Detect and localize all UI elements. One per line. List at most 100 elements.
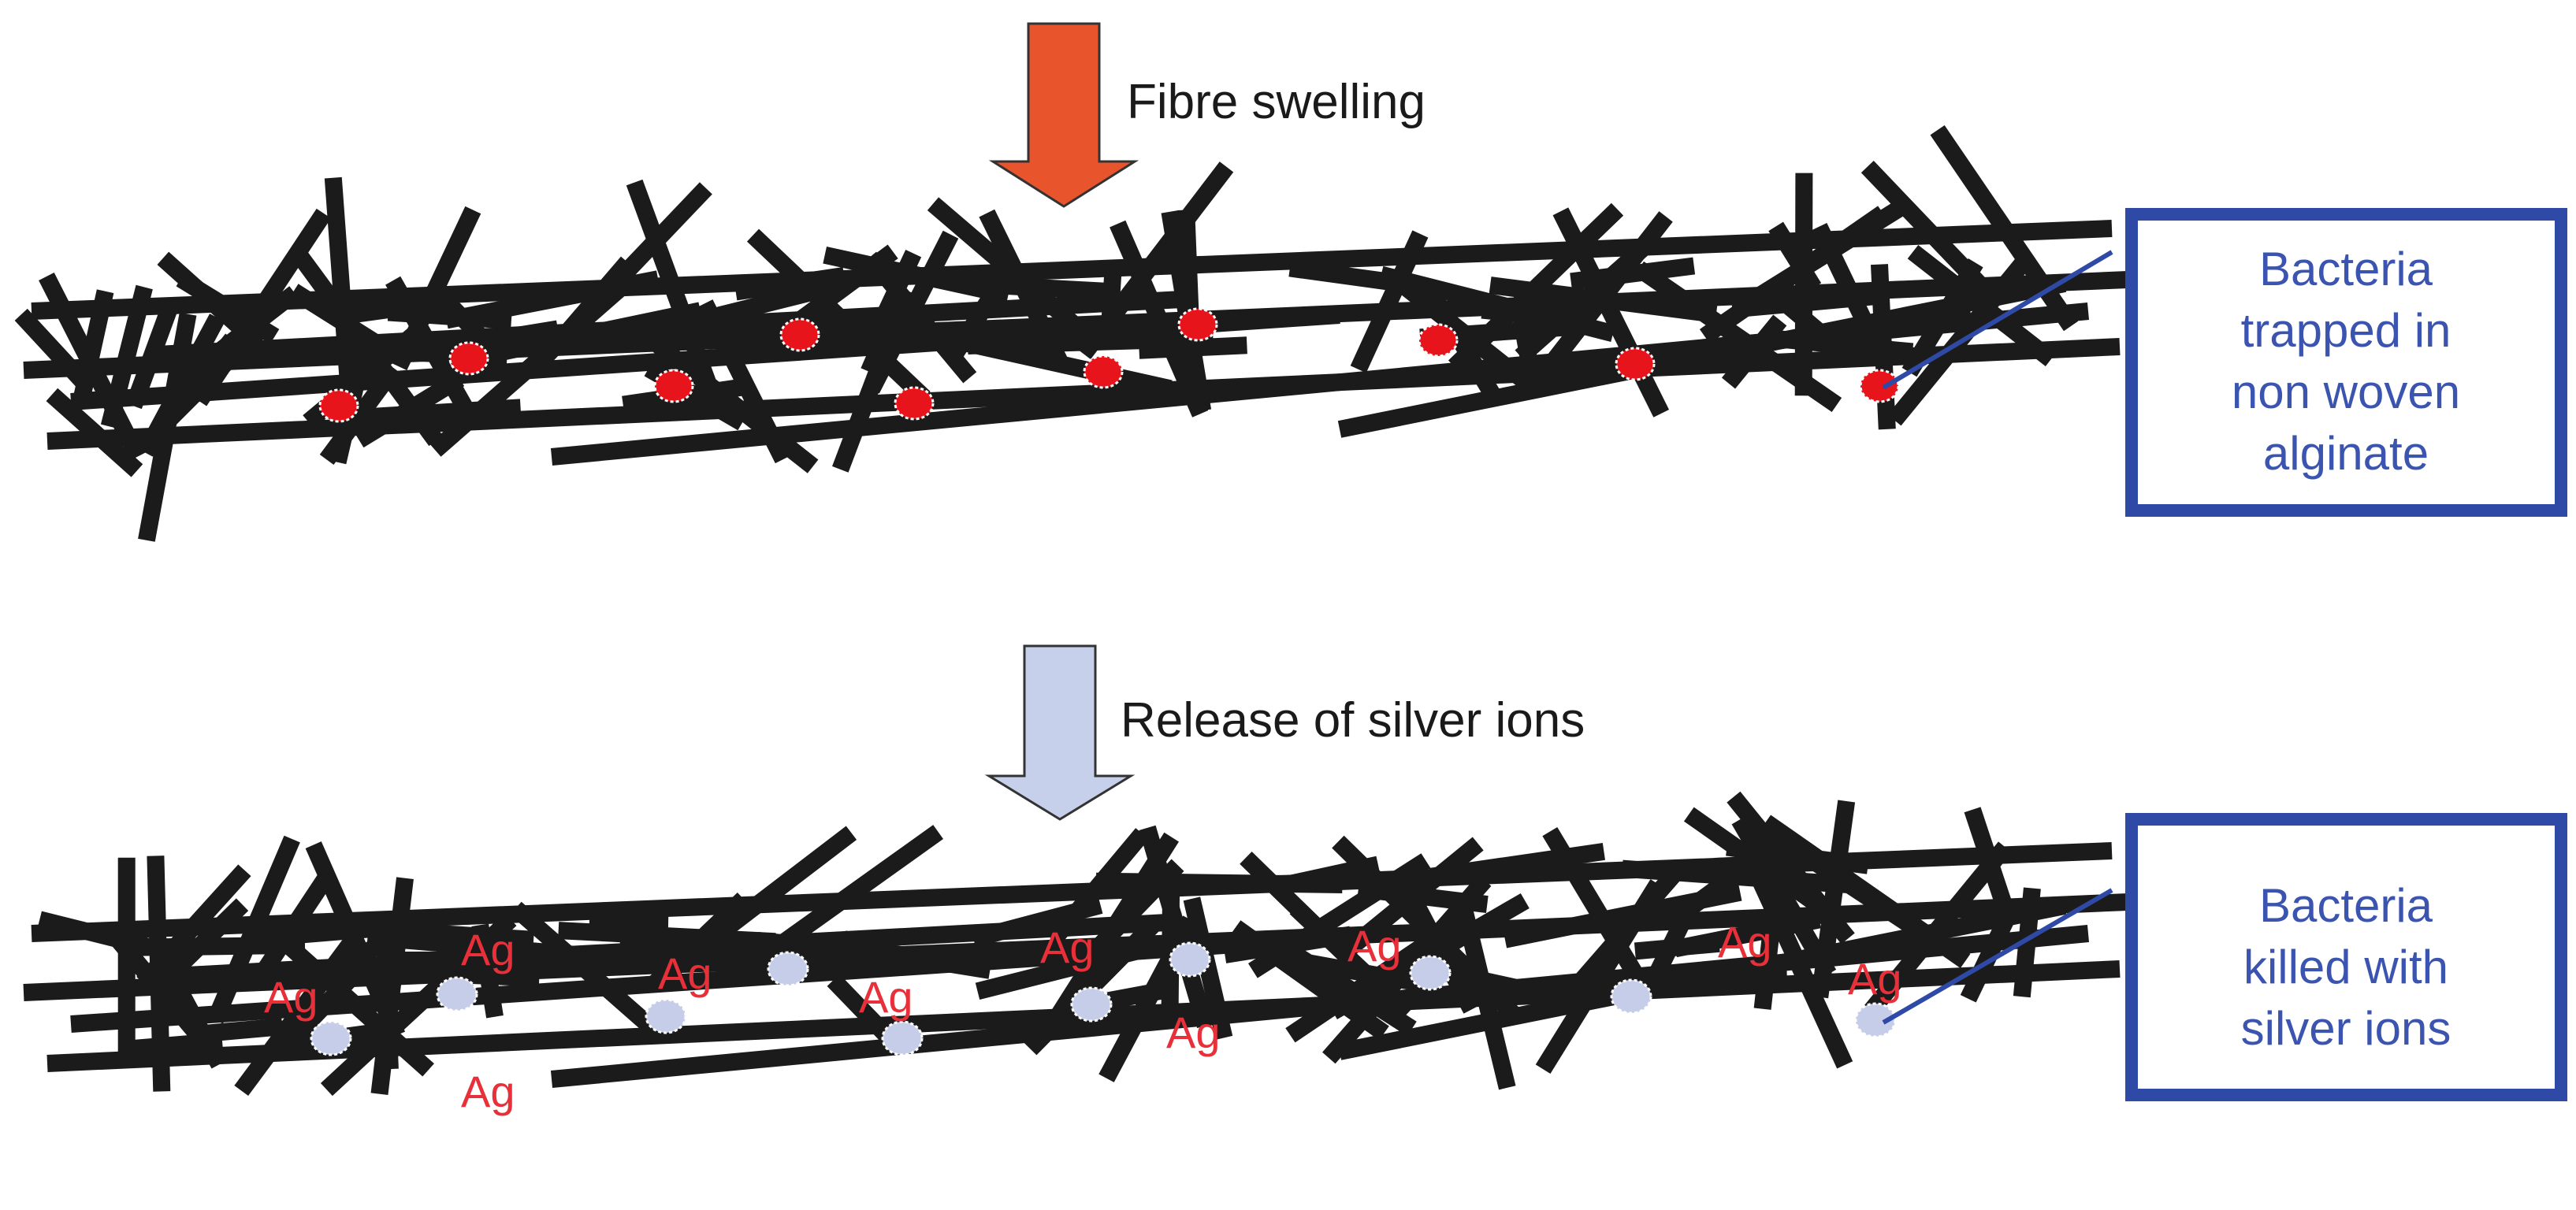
fibre xyxy=(1511,308,1542,385)
fibre xyxy=(1110,220,1209,418)
fibre xyxy=(864,230,959,394)
silver-ion-label: Ag xyxy=(1718,917,1772,967)
fibre xyxy=(1378,265,1615,342)
fibre xyxy=(734,267,846,301)
killed-bacterium xyxy=(881,1020,924,1056)
fibre xyxy=(589,911,669,930)
fibre xyxy=(46,388,143,477)
killed-bacterium xyxy=(1610,978,1652,1015)
fibre xyxy=(1183,896,1233,1040)
killed-bacterium xyxy=(645,998,687,1034)
bacterium xyxy=(1615,347,1656,381)
fibre xyxy=(1887,251,2035,426)
release-silver-ions-arrow xyxy=(984,644,1136,821)
bacterium xyxy=(779,317,820,352)
fibre xyxy=(1811,223,1876,332)
fibre xyxy=(927,197,1097,346)
bacterium xyxy=(1177,307,1218,342)
fibre xyxy=(125,299,180,410)
fibre xyxy=(1535,879,1666,1074)
fibre xyxy=(1960,898,2023,1003)
trapped-box-line-1: Bacteria xyxy=(2259,243,2433,295)
fibre xyxy=(278,948,380,1053)
killed-bacterium xyxy=(436,976,478,1012)
fibre xyxy=(255,870,335,979)
fibre xyxy=(14,308,97,396)
killed-bacteria-box xyxy=(2125,813,2567,1101)
alginate-fibre-mat-top xyxy=(14,125,2128,542)
fibre xyxy=(558,922,776,951)
fibre xyxy=(823,247,1010,304)
killed-bacterium xyxy=(767,951,809,987)
killed-bacterium xyxy=(1854,1002,1897,1038)
fibre xyxy=(1768,221,1822,292)
silver-ion-label: Ag xyxy=(859,972,913,1022)
fibre xyxy=(320,912,517,1097)
fibre xyxy=(510,901,659,1035)
silver-ion-label: Ag xyxy=(264,972,318,1022)
fibre xyxy=(1429,843,1605,885)
fibre xyxy=(626,179,724,406)
fibre xyxy=(206,835,300,1024)
bacterium xyxy=(318,388,359,423)
fibre xyxy=(1907,245,2057,366)
fibre xyxy=(158,333,240,429)
silver-ion-label: Ag xyxy=(461,1067,515,1116)
bacterium xyxy=(448,341,489,376)
fibre xyxy=(1643,898,1701,990)
trapped-box-line-2: trapped in xyxy=(2241,304,2451,357)
silver-ion-label: Ag xyxy=(1848,954,1902,1004)
fibre xyxy=(628,318,819,473)
fibre xyxy=(1039,832,1179,1039)
fibre xyxy=(827,974,894,1043)
fibre xyxy=(1964,807,2013,911)
fibre xyxy=(1721,314,1787,389)
trapped-box-line-4: alginate xyxy=(2263,427,2429,480)
fibre xyxy=(1161,210,1212,413)
fibre xyxy=(354,371,465,448)
trapped-bacteria-box xyxy=(2125,208,2567,517)
fibre xyxy=(1930,125,2079,332)
fibre xyxy=(1901,258,1983,377)
killed-bacteria-group xyxy=(310,941,1897,1056)
fibre xyxy=(100,284,153,429)
killed-bacterium xyxy=(310,1020,352,1056)
bacterium xyxy=(653,369,694,403)
fibre xyxy=(1693,965,1787,985)
fibre xyxy=(649,893,749,989)
release-silver-ions-label: Release of silver ions xyxy=(1121,693,1585,748)
fibre xyxy=(1350,230,1429,373)
fibre xyxy=(619,936,727,965)
fibre xyxy=(975,941,1143,1000)
fibre xyxy=(354,399,522,427)
fibre-swelling-arrow xyxy=(988,22,1139,208)
fibre xyxy=(1503,883,1742,948)
fibre xyxy=(1535,211,1673,381)
fibre xyxy=(125,936,306,956)
fibre xyxy=(138,312,197,542)
silver-ion-label: Ag xyxy=(658,948,712,998)
trapped-box-line-3: non woven xyxy=(2232,366,2460,418)
fibre xyxy=(234,930,364,1097)
fibre-swelling-label: Fibre swelling xyxy=(1127,75,1426,129)
bacterium xyxy=(1418,323,1459,358)
fibre xyxy=(2013,887,2041,998)
fibre xyxy=(942,262,1017,367)
fibre xyxy=(1247,853,1431,978)
fibre xyxy=(1864,841,2013,1016)
fibre xyxy=(746,228,931,404)
fibre xyxy=(1400,885,1479,1014)
bacterium xyxy=(1859,369,1900,403)
pointer-line-top xyxy=(1882,250,2113,390)
bacterium xyxy=(894,386,935,421)
fibre xyxy=(31,220,2113,320)
silver-ion-label: Ag xyxy=(461,925,515,974)
fibre xyxy=(749,825,943,971)
killed-box-line-1: Bacteria xyxy=(2259,879,2433,932)
fibre xyxy=(1570,257,1696,291)
fibre xyxy=(1285,936,1433,1043)
silver-ion-label: Ag xyxy=(1347,921,1402,971)
silver-ion-label: Ag xyxy=(1040,922,1095,972)
